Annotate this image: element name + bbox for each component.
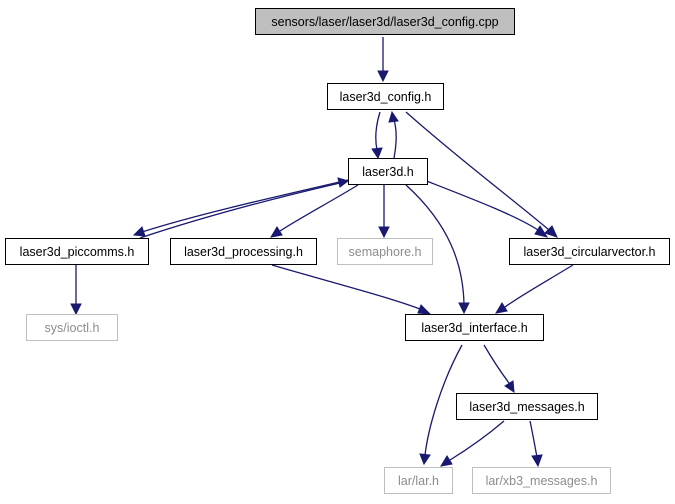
edge-messages-lar (449, 420, 505, 461)
edge-piccomms-laser3d (139, 182, 341, 239)
edge-interface-messages (483, 344, 510, 384)
edge-messages-xb3 (529, 420, 538, 458)
node-lar-lar-h[interactable]: lar/lar.h (384, 467, 453, 494)
arrowhead-messages-xb3 (531, 454, 543, 468)
arrowhead-config-circularvector (544, 225, 558, 238)
node-sys-ioctl-h[interactable]: sys/ioctl.h (26, 314, 118, 341)
arrowhead-messages-lar (440, 455, 453, 467)
arrowhead-laser3d-processing (270, 226, 283, 238)
arrowhead-interface-messages (504, 380, 515, 393)
edge-laser3d-interface (405, 184, 465, 305)
node-lar-xb3-messages-h[interactable]: lar/xb3_messages.h (472, 467, 611, 494)
node-laser3d-config-h[interactable]: laser3d_config.h (327, 83, 444, 110)
node-laser3d-piccomms-h[interactable]: laser3d_piccomms.h (5, 238, 149, 265)
arrowhead-config-laser3d (371, 147, 383, 160)
arrowhead-laser3d-piccomms (132, 226, 146, 237)
arrowhead-piccomms-ioctl (70, 303, 82, 316)
arrowhead-circularvector-interface (495, 302, 508, 314)
arrowhead-root-config (377, 70, 389, 83)
edge-circularvector-interface (504, 264, 574, 308)
arrowhead-laser3d-config (388, 110, 399, 123)
edge-laser3d-circularvector (423, 179, 539, 231)
node-laser3d-processing-h[interactable]: laser3d_processing.h (170, 238, 317, 265)
node-laser3d-circularvector-h[interactable]: laser3d_circularvector.h (509, 238, 670, 265)
arrowhead-processing-interface (417, 304, 432, 315)
edge-config-laser3d (375, 111, 381, 151)
node-laser3d-interface-h[interactable]: laser3d_interface.h (405, 314, 544, 341)
edge-interface-lar (424, 344, 463, 456)
edge-config-circularvector (405, 111, 550, 231)
node-laser3d-messages-h[interactable]: laser3d_messages.h (456, 393, 598, 420)
edge-layer (70, 37, 574, 468)
arrowhead-laser3d-circularvector (534, 225, 549, 238)
node-laser3d-h[interactable]: laser3d.h (348, 158, 428, 185)
arrowhead-interface-lar (419, 453, 431, 466)
arrowhead-laser3d-interface (458, 302, 470, 315)
edge-processing-interface (271, 264, 421, 310)
edge-laser3d-config (393, 119, 397, 159)
arrowhead-piccomms-laser3d (337, 177, 350, 188)
edge-laser3d-piccomms (141, 179, 349, 233)
node-root-file[interactable]: sensors/laser/laser3d/laser3d_config.cpp (255, 8, 515, 35)
arrowhead-laser3d-semaphore (378, 226, 390, 239)
node-semaphore-h[interactable]: semaphore.h (337, 238, 433, 265)
edge-laser3d-processing (279, 184, 359, 232)
